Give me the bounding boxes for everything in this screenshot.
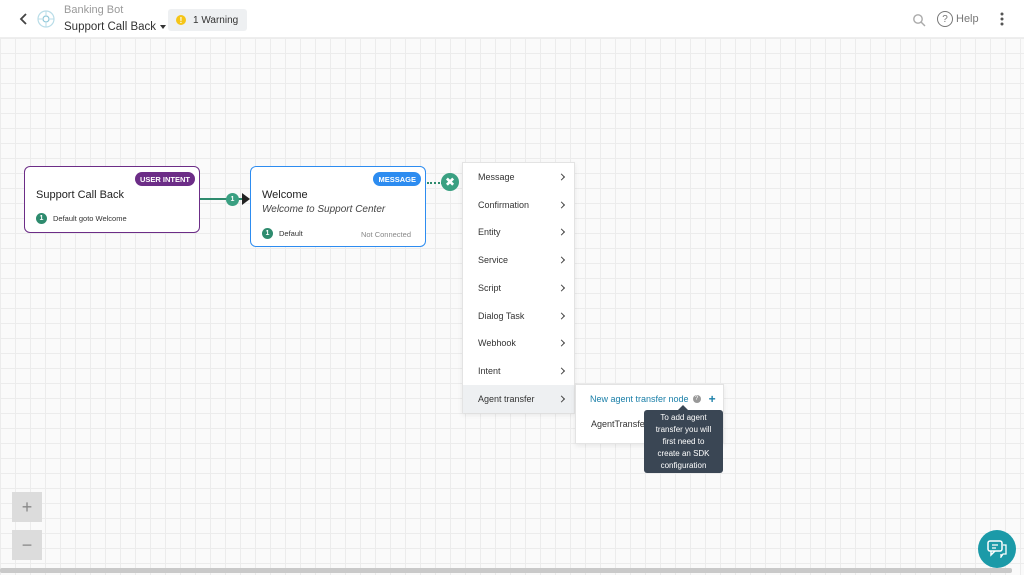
message-transition-row: 1 Default [262, 228, 303, 239]
bot-logo-icon [37, 10, 55, 28]
menu-item-label: Service [478, 255, 509, 266]
chevron-right-icon [557, 256, 566, 264]
menu-item-label: Confirmation [478, 199, 530, 210]
menu-item-service[interactable]: Service [463, 246, 574, 274]
help-circle-icon[interactable]: ? [692, 395, 701, 403]
transition-text: Default goto Welcome [53, 214, 127, 223]
menu-item-label: Webhook [478, 338, 516, 349]
menu-item-webhook[interactable]: Webhook [463, 330, 574, 358]
message-tag: MESSAGE [373, 172, 421, 186]
menu-item-message[interactable]: Message [463, 163, 574, 191]
more-options-icon[interactable] [997, 11, 1007, 27]
chat-button[interactable] [978, 530, 1016, 568]
tooltip-line: configuration [660, 461, 707, 470]
tooltip-line: transfer you will [655, 425, 712, 434]
menu-item-label: Entity [478, 227, 501, 238]
connector-number: 1 [226, 193, 239, 206]
agent-transfer-existing-item[interactable]: AgentTransfe [591, 419, 645, 429]
menu-item-entity[interactable]: Entity [463, 219, 574, 247]
user-intent-node[interactable]: USER INTENT Support Call Back 1 Default … [24, 166, 200, 233]
menu-item-label: Script [478, 282, 502, 293]
horizontal-scrollbar[interactable] [0, 568, 1012, 573]
user-intent-tag: USER INTENT [134, 172, 195, 186]
help-button[interactable]: ? Help [937, 11, 979, 27]
connection-status: Not Connected [360, 230, 411, 239]
menu-item-intent[interactable]: Intent [463, 357, 574, 385]
menu-item-label: Message [478, 171, 515, 182]
warning-icon: ! [176, 15, 186, 25]
transition-number: 1 [262, 228, 273, 239]
bot-name: Banking Bot [64, 4, 124, 16]
dotted-connector [427, 182, 443, 184]
chat-icon [987, 540, 1007, 558]
tooltip-line: first need to [662, 437, 705, 446]
chevron-right-icon [557, 395, 566, 403]
connector-arrow-icon [242, 193, 250, 205]
chevron-right-icon [557, 367, 566, 375]
zoom-out-button[interactable]: − [12, 530, 42, 560]
tooltip-line: create an SDK [657, 449, 710, 458]
caret-down-icon [160, 24, 167, 29]
intent-node-title: Support Call Back [36, 189, 125, 201]
task-selector[interactable]: Support Call Back [64, 21, 167, 33]
message-node[interactable]: MESSAGE Welcome Welcome to Support Cente… [250, 166, 426, 247]
menu-item-script[interactable]: Script [463, 274, 574, 302]
menu-item-label: Agent transfer [478, 393, 535, 404]
help-label: Help [956, 13, 979, 25]
menu-item-confirmation[interactable]: Confirmation [463, 191, 574, 219]
top-bar: Banking Bot Support Call Back ! 1 Warnin… [0, 0, 1024, 38]
chevron-right-icon [557, 312, 566, 320]
close-menu-button[interactable]: ✖ [441, 173, 459, 191]
task-name: Support Call Back [64, 21, 157, 33]
transition-number: 1 [36, 213, 47, 224]
add-node-menu: Message Confirmation Entity Service Scri… [462, 162, 575, 413]
new-agent-transfer-node-button[interactable]: New agent transfer node ? + [576, 385, 723, 413]
flow-canvas[interactable] [0, 38, 1024, 575]
zoom-in-button[interactable]: + [12, 492, 42, 522]
tooltip-line: To add agent [660, 413, 707, 422]
intent-transition-row: 1 Default goto Welcome [36, 213, 127, 224]
warning-badge[interactable]: ! 1 Warning [168, 9, 248, 31]
back-arrow-icon[interactable] [16, 11, 32, 27]
transition-text: Default [279, 229, 303, 238]
menu-item-dialog-task[interactable]: Dialog Task [463, 302, 574, 330]
help-icon: ? [937, 11, 953, 27]
message-node-subtitle: Welcome to Support Center [262, 204, 386, 215]
plus-icon[interactable]: + [708, 392, 716, 406]
chevron-right-icon [557, 173, 566, 181]
warning-label: 1 Warning [193, 14, 239, 26]
new-agent-transfer-label: New agent transfer node [590, 394, 689, 404]
menu-item-label: Intent [478, 366, 501, 377]
connector-line [200, 198, 244, 200]
message-node-title: Welcome [262, 189, 308, 201]
chevron-right-icon [557, 284, 566, 292]
menu-item-label: Dialog Task [478, 310, 525, 321]
search-icon[interactable] [912, 13, 926, 27]
agent-transfer-tooltip: To add agent transfer you will first nee… [644, 405, 723, 473]
chevron-right-icon [557, 228, 566, 236]
chevron-right-icon [557, 201, 566, 209]
menu-item-agent-transfer[interactable]: Agent transfer [463, 385, 574, 413]
chevron-right-icon [557, 339, 566, 347]
